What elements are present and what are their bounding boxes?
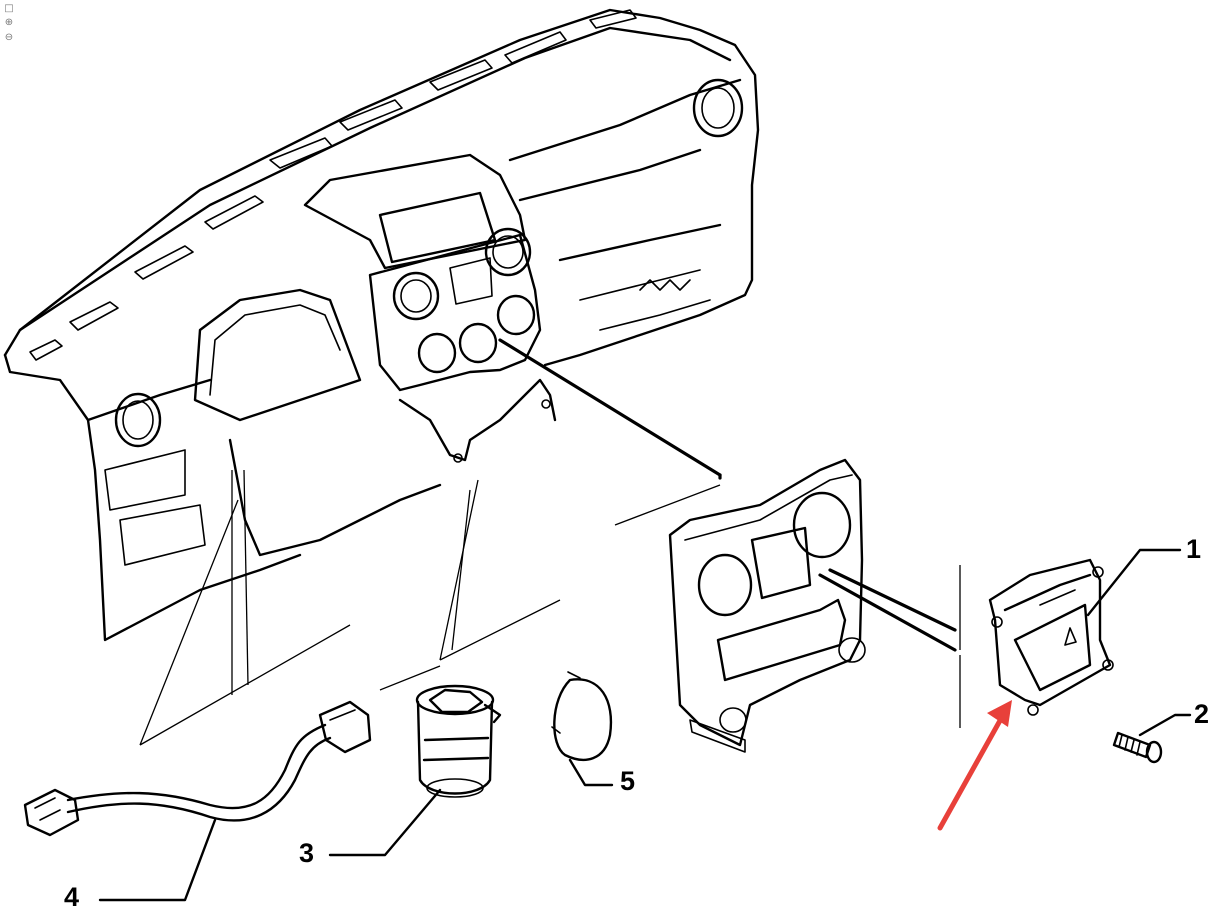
annotation-arrow [937,700,1012,831]
center-console-trim-panel [668,458,866,753]
fit-page-icon[interactable]: □ [4,3,14,14]
hazard-switch [988,558,1114,716]
callout-5: 5 [620,766,635,796]
callout-1: 1 [1186,534,1201,564]
guide-lines [139,338,961,746]
callout-4: 4 [64,882,79,912]
zoom-out-icon[interactable]: ⊖ [4,32,14,43]
callout-3: 3 [299,838,314,868]
zoom-in-icon[interactable]: ⊕ [4,17,14,28]
screw [1112,731,1163,764]
callout-leaders [98,548,1192,902]
callout-2: 2 [1194,699,1209,729]
dashboard-assembly [3,8,760,642]
blanking-cap [551,671,613,762]
power-socket [415,684,502,798]
wiring-harness [23,700,372,837]
